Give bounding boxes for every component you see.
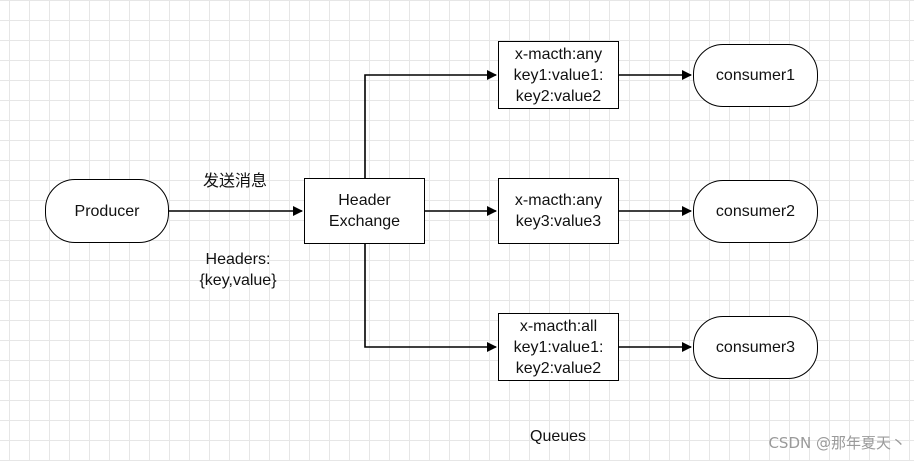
consumer-2-node: consumer2	[693, 180, 818, 243]
queue-2-line1: x-macth:any	[514, 192, 603, 209]
consumer-2-label: consumer2	[715, 203, 796, 220]
queue-3-line3: key2:value2	[515, 359, 602, 377]
headers-label: Headers: {key,value}	[193, 249, 283, 291]
queue-1-line3: key2:value2	[515, 87, 602, 105]
queue-3-line1: x-macth:all	[519, 317, 598, 335]
exchange-label-line1: Header	[338, 192, 391, 209]
arrow-exchange-to-queue1	[364, 70, 497, 178]
producer-label: Producer	[74, 202, 140, 220]
queue-2-node: x-macth:any key3:value3	[498, 178, 619, 244]
queue-1-line2: key1:value1:	[513, 66, 604, 84]
consumer-1-node: consumer1	[693, 44, 818, 107]
consumer-1-label: consumer1	[715, 67, 796, 84]
queue-2-line2: key3:value3	[515, 213, 602, 230]
send-message-label: 发送消息	[203, 173, 268, 190]
queue-3-line2: key1:value1:	[513, 338, 604, 356]
queues-caption: Queues	[530, 428, 587, 445]
queue-3-node: x-macth:all key1:value1: key2:value2	[498, 313, 619, 381]
consumer-3-node: consumer3	[693, 316, 818, 379]
consumer-3-label: consumer3	[715, 339, 796, 356]
headers-label-line2: {key,value}	[199, 272, 277, 289]
queue-1-node: x-macth:any key1:value1: key2:value2	[498, 41, 619, 109]
csdn-watermark: CSDN @那年夏天丶	[768, 434, 906, 452]
queue-1-line1: x-macth:any	[514, 45, 603, 63]
arrow-exchange-to-queue3	[364, 244, 497, 352]
producer-node: Producer	[45, 179, 169, 243]
header-exchange-node: Header Exchange	[304, 178, 425, 244]
exchange-label-line2: Exchange	[328, 213, 401, 230]
headers-label-line1: Headers:	[205, 251, 271, 268]
